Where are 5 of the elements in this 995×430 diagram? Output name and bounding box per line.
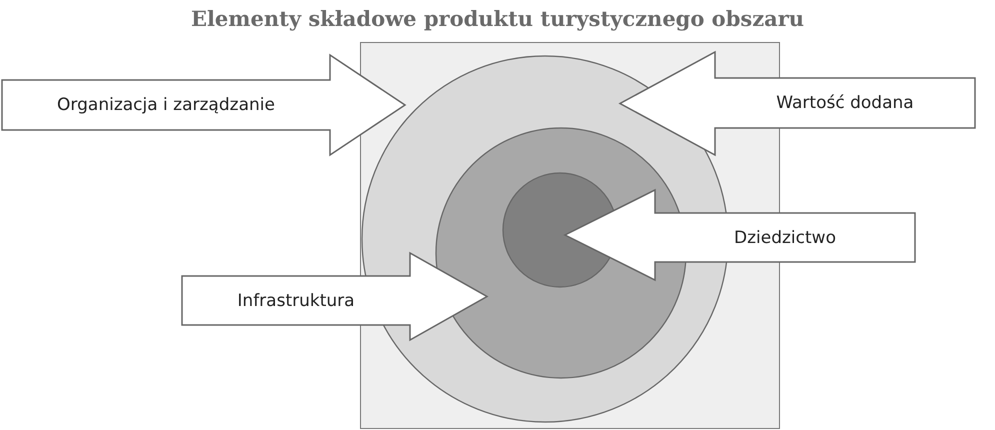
diagram-title: Elementy składowe produktu turystycznego obszaru — [190, 6, 806, 31]
arrow-label: Organizacja i zarządzanie — [56, 94, 276, 117]
arrow-label: Wartość dodana — [775, 92, 915, 115]
arrow-label: Dziedzictwo — [733, 226, 837, 250]
arrow-label: Infrastruktura — [236, 290, 356, 312]
